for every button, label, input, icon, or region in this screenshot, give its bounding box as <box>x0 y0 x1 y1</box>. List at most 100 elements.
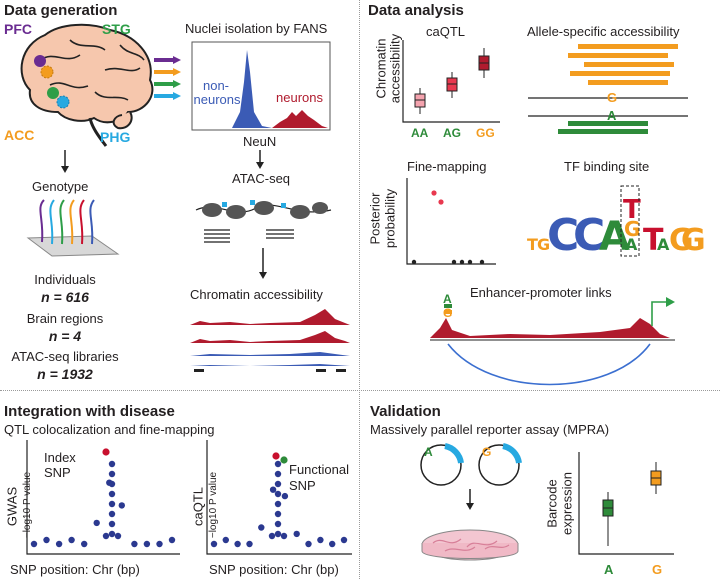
snp-point <box>305 540 312 548</box>
svg-text:T: T <box>623 195 641 225</box>
snp-point <box>68 536 75 544</box>
region-label-acc: ACC <box>4 127 35 143</box>
barcode-xlabel-g: G <box>652 562 663 577</box>
acc-marker <box>40 65 54 79</box>
snp-point <box>143 540 151 548</box>
snp-point <box>274 490 282 498</box>
arrow-down <box>256 150 264 169</box>
enhancer-allele-g: G <box>443 306 453 320</box>
genotype-array <box>26 199 120 257</box>
snp-point <box>114 532 122 540</box>
functional-snp-point <box>280 456 288 464</box>
chromatin-tracks <box>190 309 350 372</box>
ase-allele-a: A <box>607 108 617 123</box>
snp-point <box>118 502 126 509</box>
phg-marker <box>56 95 70 109</box>
snp-point <box>274 520 282 528</box>
snp-point <box>93 519 100 527</box>
snp-point <box>317 536 324 544</box>
snp-point <box>108 500 116 508</box>
panel-title: Integration with disease <box>4 403 175 420</box>
finemap-plot <box>406 178 496 265</box>
snp-point <box>108 490 116 498</box>
genotype-aa: AA <box>411 126 429 140</box>
svg-text:G: G <box>624 217 640 241</box>
snp-point <box>274 500 282 508</box>
snp-point <box>274 460 282 468</box>
snp-point <box>102 532 110 540</box>
vertical-divider <box>359 0 360 579</box>
snp-point <box>156 540 163 548</box>
pfc-marker <box>34 55 46 67</box>
panel-title: Data generation <box>4 2 118 19</box>
snp-point <box>246 540 253 548</box>
svg-text:G: G <box>537 235 550 254</box>
non-neurons-label-1: non- <box>202 78 230 93</box>
libraries-count: n = 1932 <box>37 366 93 382</box>
finemap-title: Fine-mapping <box>407 159 487 174</box>
ase-reads <box>528 44 688 134</box>
region-label-phg: PHG <box>100 129 131 145</box>
region-label-stg: STG <box>102 21 131 37</box>
snp-point <box>222 536 229 544</box>
index-snp-label-1: Index <box>44 450 76 465</box>
snp-point <box>131 540 138 548</box>
horizontal-divider <box>0 390 720 391</box>
snp-point <box>281 492 289 500</box>
snp-point <box>274 510 282 518</box>
neun-axis-label: NeuN <box>243 134 277 149</box>
finemap-ylabel-2: probability <box>382 188 398 249</box>
barcode-ylabel-2: expression <box>559 472 575 535</box>
fans-histogram <box>191 41 331 131</box>
regions-count: n = 4 <box>48 328 82 344</box>
snp-point <box>269 486 277 493</box>
snp-point <box>280 532 288 540</box>
panel-subtitle: Massively parallel reporter assay (MPRA) <box>370 422 610 437</box>
plasmid-allele-g: G <box>482 445 492 459</box>
panel-subtitle: QTL colocalization and fine-mapping <box>4 422 215 437</box>
svg-text:A: A <box>599 214 630 260</box>
enhancer-allele-a: A <box>443 292 452 306</box>
index-snp-point <box>102 448 110 456</box>
snp-point <box>108 520 116 528</box>
snp-point <box>234 540 241 548</box>
snp-point <box>55 540 63 548</box>
box-ag <box>446 72 458 98</box>
axis <box>206 440 352 555</box>
functional-snp-label-2: SNP <box>289 478 316 493</box>
atac-label: ATAC-seq <box>232 171 291 186</box>
barcode-ylabel-1: Barcode <box>544 479 560 528</box>
tfbs-motif-logo: T G C C A T G A T A G G <box>527 185 706 261</box>
snp-point <box>329 540 336 548</box>
mpra-plasmids <box>420 443 522 561</box>
top-snp-point <box>272 452 280 460</box>
nuclei-title: Nuclei isolation by FANS <box>185 21 328 36</box>
regions-label: Brain regions <box>26 311 104 326</box>
caqtl-coloc-plot <box>206 440 352 555</box>
snp-point <box>30 540 38 548</box>
snp-point <box>274 530 282 538</box>
svg-text:A: A <box>657 235 670 254</box>
genotype-gg: GG <box>476 126 495 140</box>
caqtl-ylabel-1: Chromatin <box>373 38 389 99</box>
box-gg <box>478 48 490 78</box>
individuals-count: n = 616 <box>41 289 89 305</box>
svg-text:C: C <box>547 210 579 261</box>
snp-point <box>210 540 218 548</box>
snp-point <box>258 524 265 531</box>
snp-point <box>108 510 116 518</box>
snp-point <box>293 530 300 538</box>
neurons-label: neurons <box>276 90 323 105</box>
region-arrows <box>154 56 181 100</box>
svg-text:G: G <box>681 223 706 258</box>
atac-nucleosomes <box>195 200 332 243</box>
plasmid-allele-a: A <box>424 445 433 459</box>
panel-title: Data analysis <box>368 2 464 19</box>
snp-point <box>268 532 276 540</box>
gwas-xlabel: SNP position: Chr (bp) <box>10 562 140 577</box>
gwas-ylabel: GWAS <box>4 486 20 527</box>
non-neurons-label-2: neurons <box>193 92 241 107</box>
enhancer-track <box>430 297 675 386</box>
libraries-label: ATAC-seq libraries <box>11 349 119 364</box>
genotype-label: Genotype <box>32 179 89 194</box>
